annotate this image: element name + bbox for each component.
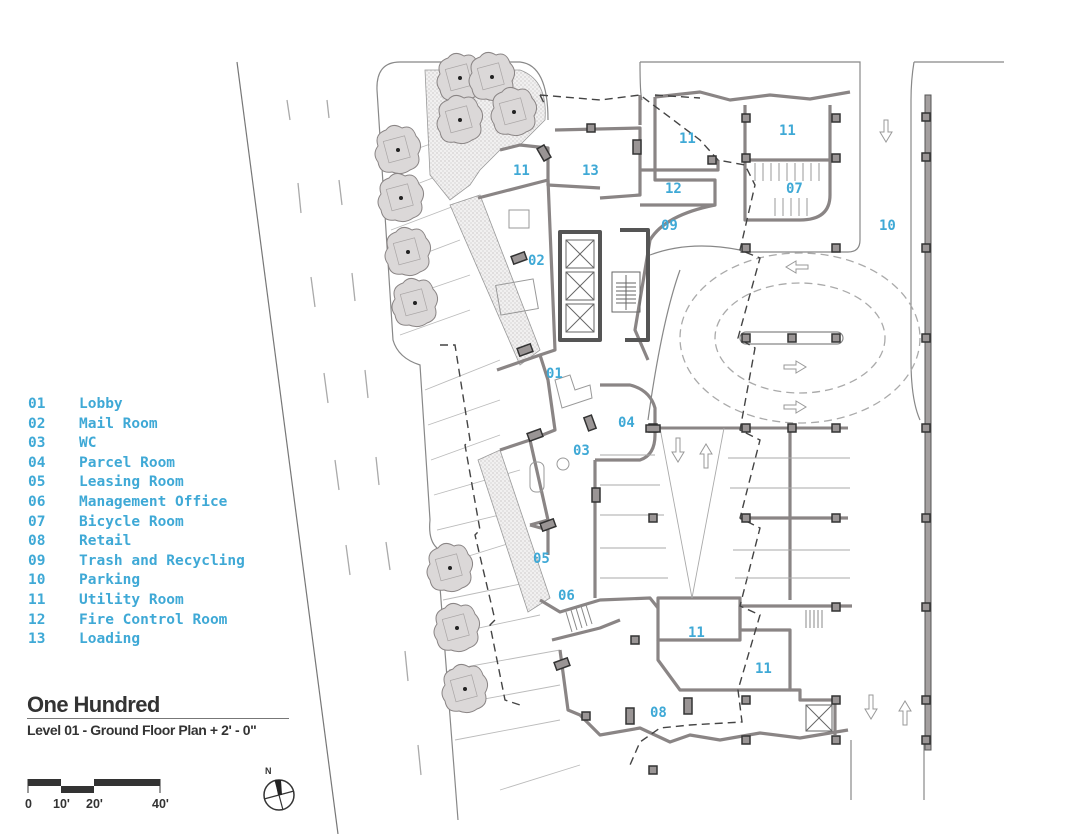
room-label-01: 01 xyxy=(546,366,563,382)
legend-num: 10 xyxy=(28,572,46,589)
garage-east-wall xyxy=(924,94,932,751)
drive-island xyxy=(739,331,844,345)
arrow-up-icon xyxy=(898,700,912,726)
legend-num: 05 xyxy=(28,474,46,491)
legend-item: 06 Management Office xyxy=(28,493,245,513)
legend-label: Mail Room xyxy=(79,415,158,432)
room-label-04: 04 xyxy=(618,415,635,431)
ramp-guidelines xyxy=(600,427,850,599)
structural-columns xyxy=(510,112,931,775)
legend-num: 04 xyxy=(28,454,46,471)
legend-label: WC xyxy=(79,435,97,452)
legend-item: 01 Lobby xyxy=(28,395,245,415)
room-label-10: 10 xyxy=(879,218,896,234)
room-label-06: 06 xyxy=(558,588,575,604)
legend-label: Lobby xyxy=(79,396,123,412)
legend-item: 09 Trash and Recycling xyxy=(28,552,245,572)
legend-num: 13 xyxy=(28,631,46,648)
room-label-12: 12 xyxy=(665,181,682,197)
legend-label: Management Office xyxy=(79,493,228,510)
room-label-11: 11 xyxy=(755,661,772,677)
room-label-11: 11 xyxy=(779,123,796,139)
direction-arrows xyxy=(671,119,912,726)
scale-tick-40: 40' xyxy=(152,797,169,811)
scale-tick-0: 0 xyxy=(25,797,32,811)
arrow-down-icon xyxy=(671,437,685,463)
legend-label: Retail xyxy=(79,533,132,550)
legend-label: Parcel Room xyxy=(79,454,176,471)
scale-tick-20: 20' xyxy=(86,797,103,811)
room-legend: 01 Lobby 02 Mail Room 03 WC 04 Parcel Room 0… xyxy=(28,395,245,650)
legend-label: Bicycle Room xyxy=(79,513,184,530)
stairs xyxy=(565,604,823,633)
room-label-08: 08 xyxy=(650,705,667,721)
legend-item: 10 Parking xyxy=(28,571,245,591)
north-label: N xyxy=(265,766,272,776)
legend-label: Utility Room xyxy=(79,591,184,608)
legend-item: 07 Bicycle Room xyxy=(28,513,245,533)
room-label-02: 02 xyxy=(528,253,545,269)
legend-item: 04 Parcel Room xyxy=(28,454,245,474)
legend-num: 06 xyxy=(28,493,46,510)
arrow-down-icon xyxy=(864,694,878,720)
legend-item: 08 Retail xyxy=(28,532,245,552)
legend-item: 13 Loading xyxy=(28,630,245,650)
room-label-13: 13 xyxy=(582,163,599,179)
scale-bar xyxy=(27,779,161,793)
room-label-07: 07 xyxy=(786,181,803,197)
legend-num: 02 xyxy=(28,415,46,432)
legend-num: 03 xyxy=(28,435,46,452)
legend-label: Trash and Recycling xyxy=(79,552,245,569)
room-label-05: 05 xyxy=(533,551,550,567)
legend-num: 11 xyxy=(28,591,46,608)
room-label-11: 11 xyxy=(679,131,696,147)
legend-num: 01 xyxy=(28,396,46,412)
legend-label: Leasing Room xyxy=(79,474,184,491)
street xyxy=(236,61,422,834)
legend-item: 02 Mail Room xyxy=(28,415,245,435)
arrow-right-icon xyxy=(783,360,807,374)
legend-label: Parking xyxy=(79,572,141,589)
project-title: One Hundred xyxy=(27,692,289,719)
planters xyxy=(424,69,551,613)
arrow-up-icon xyxy=(699,443,713,469)
legend-label: Loading xyxy=(79,631,141,648)
drive-loop xyxy=(679,252,921,424)
legend-item: 05 Leasing Room xyxy=(28,473,245,493)
north-arrow-icon xyxy=(263,779,295,811)
plan-subtitle: Level 01 - Ground Floor Plan + 2' - 0" xyxy=(27,722,257,738)
arrow-down-icon xyxy=(879,119,893,143)
room-label-11: 11 xyxy=(688,625,705,641)
bike-racks xyxy=(754,163,820,216)
legend-num: 08 xyxy=(28,533,46,550)
room-labels: 11 13 11 11 12 07 09 10 02 01 04 03 05 0… xyxy=(513,123,896,721)
room-label-03: 03 xyxy=(573,443,590,459)
legend-item: 12 Fire Control Room xyxy=(28,611,245,631)
legend-num: 12 xyxy=(28,611,46,628)
arrow-left-icon xyxy=(785,260,809,274)
legend-item: 03 WC xyxy=(28,434,245,454)
legend-label: Fire Control Room xyxy=(79,611,228,628)
furniture xyxy=(495,209,593,493)
legend-num: 09 xyxy=(28,552,46,569)
sidewalk xyxy=(376,61,1004,821)
elevator-core xyxy=(565,239,833,732)
arrow-right-icon xyxy=(783,400,807,414)
title-block: One Hundred Level 01 - Ground Floor Plan… xyxy=(27,692,289,738)
property-line xyxy=(440,94,761,766)
legend-num: 07 xyxy=(28,513,46,530)
scale-tick-10: 10' xyxy=(53,797,70,811)
room-label-09: 09 xyxy=(661,218,678,234)
room-label-11: 11 xyxy=(513,163,530,179)
legend-item: 11 Utility Room xyxy=(28,591,245,611)
